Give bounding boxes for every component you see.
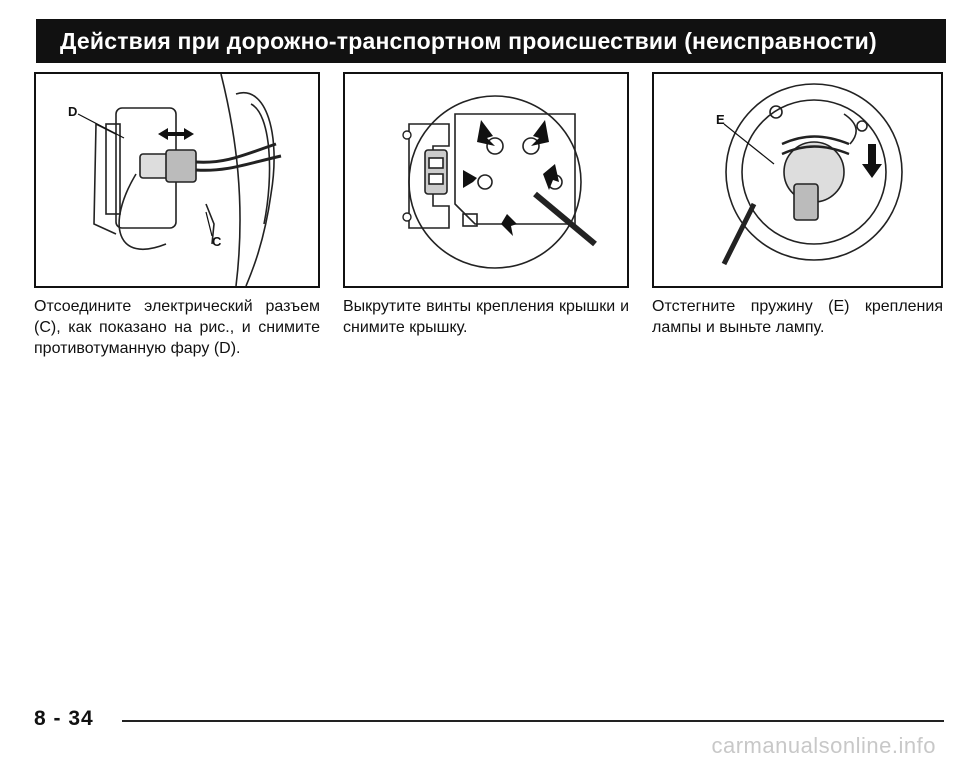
footer-rule <box>122 720 944 722</box>
callout-e: E <box>716 112 725 127</box>
page-number: 8 - 34 <box>34 707 94 730</box>
caption-connector: Отсоедините электрический разъем (С), ка… <box>34 298 320 357</box>
watermark: carmanualsonline.info <box>711 733 936 758</box>
callout-c: C <box>212 234 222 249</box>
figure-bulb-spring: E <box>652 72 943 288</box>
cover-illustration <box>402 95 597 269</box>
figure-cover-screws <box>343 72 629 288</box>
connector-illustration: D C <box>68 74 282 286</box>
section-title-bar: Действия при дорожно-транспортном происш… <box>36 19 946 63</box>
callout-d: D <box>68 104 77 119</box>
caption-cover: Выкрутите винты крепления крышки и сними… <box>343 298 629 336</box>
bulb-illustration: E <box>716 83 903 266</box>
section-title: Действия при дорожно-транспортном происш… <box>60 27 877 54</box>
figure-connector-removal: D C <box>34 72 320 288</box>
caption-bulb: Отстегните пружину (Е) крепления лампы и… <box>652 298 943 336</box>
